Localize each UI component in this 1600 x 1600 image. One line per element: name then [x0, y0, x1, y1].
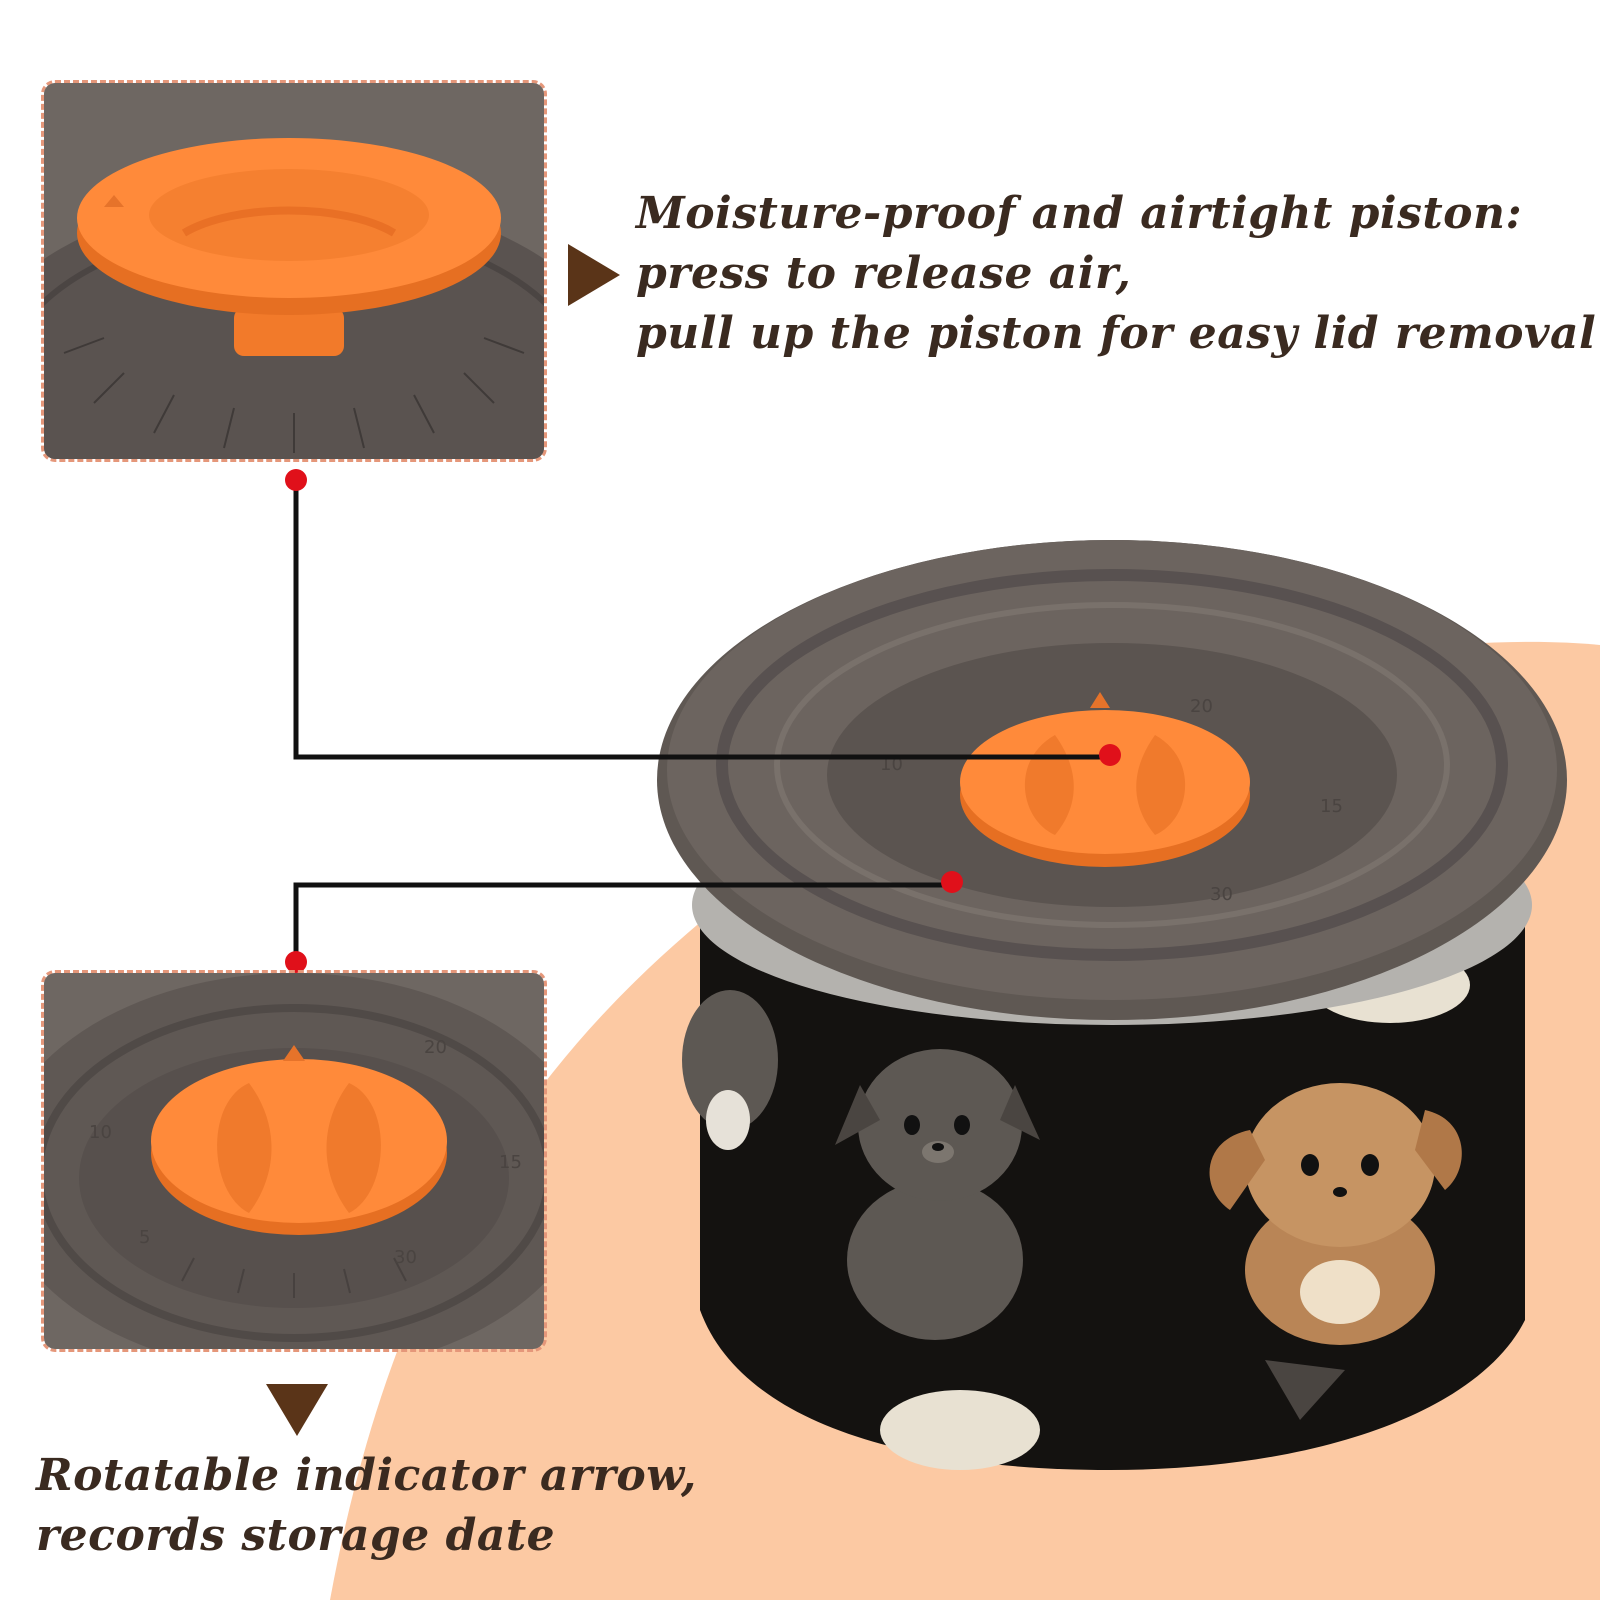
dog-print-cream-bottom	[880, 1390, 1040, 1470]
red-dot-marker-icon	[1099, 744, 1121, 766]
caption-line: press to release air,	[636, 248, 1132, 299]
triangle-down-icon	[266, 1384, 328, 1436]
dog-print-gray	[835, 1049, 1040, 1340]
piston-feature-caption: Moisture-proof and airtight piston: pres…	[636, 184, 1596, 364]
indicator-feature-caption: Rotatable indicator arrow, records stora…	[36, 1446, 697, 1566]
red-dot-marker-icon	[285, 951, 307, 973]
caption-line: Moisture-proof and airtight piston:	[636, 188, 1523, 239]
lid-scale-number: 10	[89, 1122, 112, 1143]
lid-scale-number: 20	[424, 1037, 447, 1058]
triangle-marker-icon	[283, 1045, 305, 1061]
piston-closeup-image	[44, 83, 544, 459]
indicator-detail-thumbnail: 20 10 15 5 30	[41, 970, 547, 1352]
container-body	[682, 880, 1525, 1470]
lid-scale-number: 5	[139, 1227, 150, 1248]
triangle-marker-icon	[1090, 692, 1110, 708]
lid-scale-number: 15	[499, 1152, 522, 1173]
indicator-closeup-image: 20 10 15 5 30	[44, 973, 544, 1349]
caption-line: Rotatable indicator arrow,	[36, 1450, 697, 1501]
caption-line: records storage date	[36, 1510, 556, 1561]
lid-scale-number: 20	[1190, 696, 1213, 717]
connector-line-piston	[293, 480, 1110, 760]
dog-print-ear	[1265, 1360, 1345, 1420]
caption-line: pull up the piston for easy lid removal	[636, 308, 1597, 359]
piston-detail-thumbnail	[41, 80, 547, 462]
dog-print-brown	[1209, 1083, 1462, 1345]
triangle-right-icon	[568, 244, 620, 306]
red-dot-marker-icon	[941, 871, 963, 893]
lid-scale-number: 15	[1320, 796, 1343, 817]
red-dot-marker-icon	[285, 469, 307, 491]
lid-scale-number: 30	[394, 1247, 417, 1268]
dog-print-left	[682, 990, 778, 1150]
connector-line-indicator	[293, 882, 952, 962]
lid-scale-number: 30	[1210, 884, 1233, 905]
